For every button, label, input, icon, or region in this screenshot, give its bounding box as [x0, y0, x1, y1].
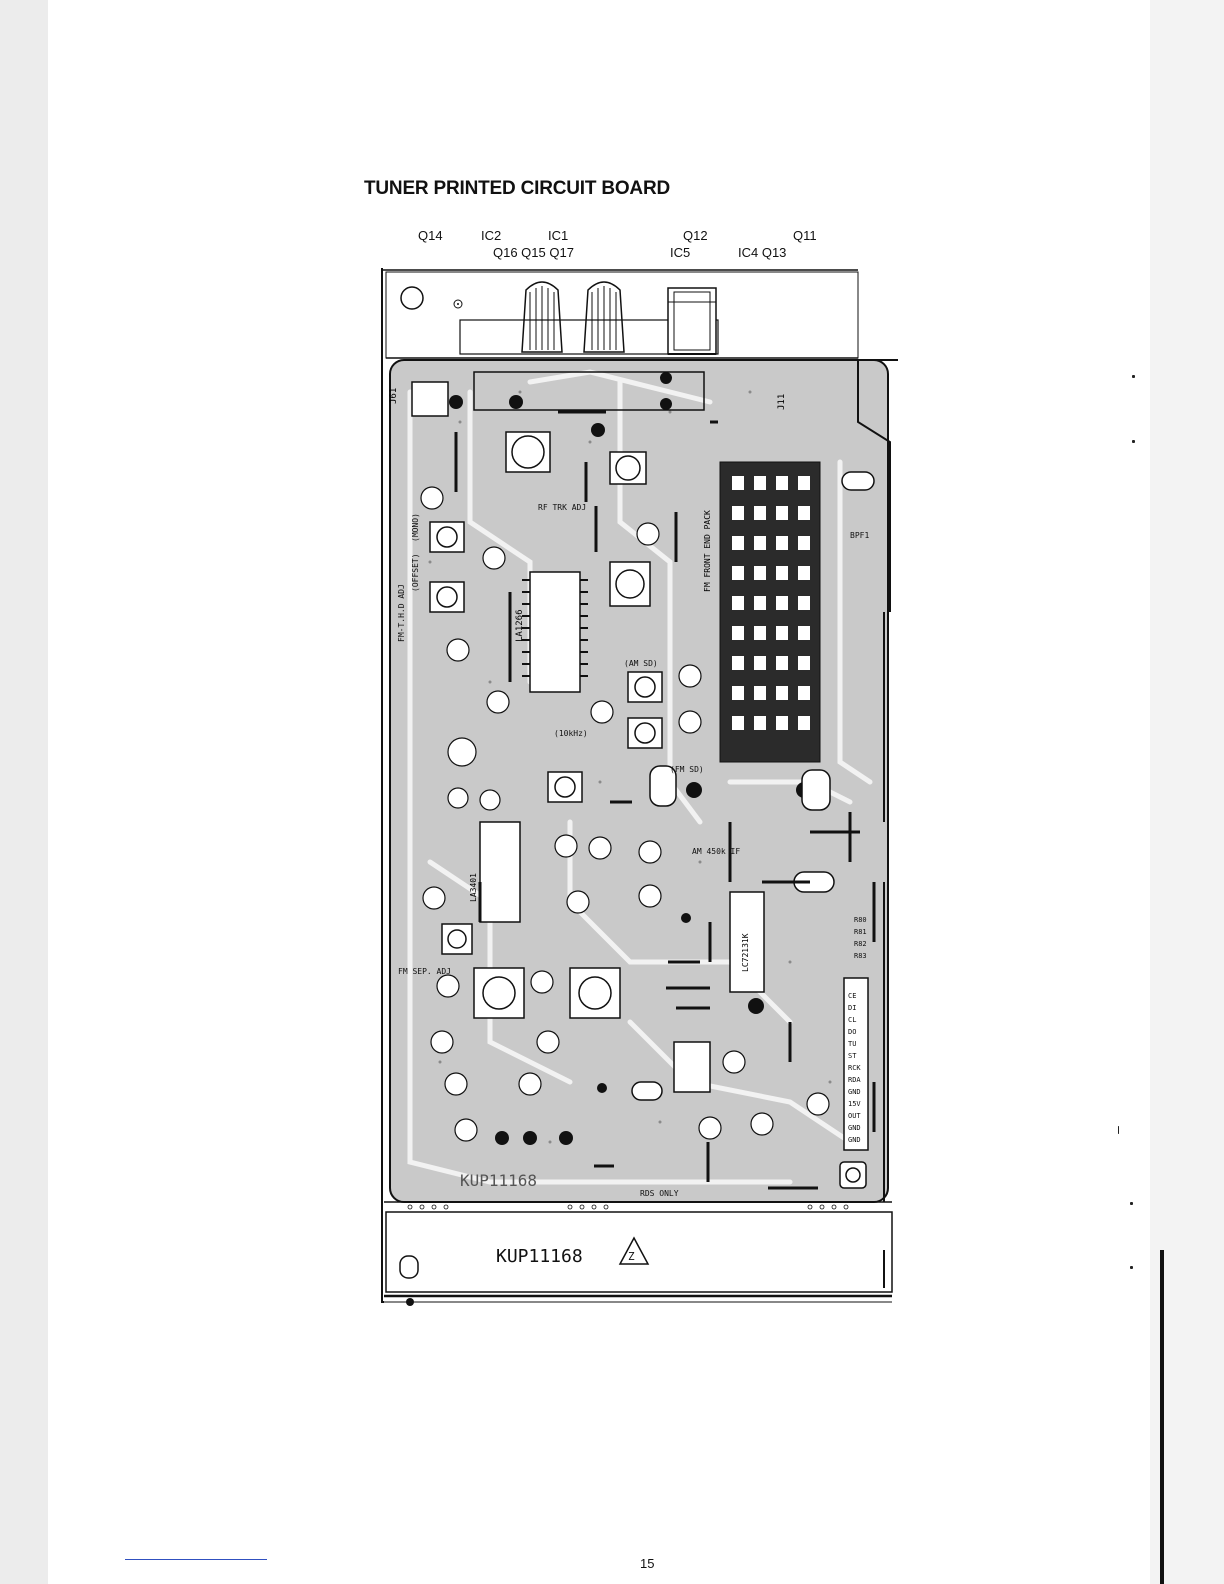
svg-text:AM 450k IF: AM 450k IF — [692, 847, 740, 856]
svg-text:(MONO): (MONO) — [411, 513, 420, 542]
page-title: TUNER PRINTED CIRCUIT BOARD — [364, 178, 670, 199]
svg-text:RDA: RDA — [848, 1076, 861, 1084]
svg-text:CL: CL — [848, 1016, 856, 1024]
ic4-chip: LC72131K — [729, 891, 765, 993]
svg-text:(AM SD): (AM SD) — [624, 659, 658, 668]
scan-edge-line — [1160, 1250, 1164, 1584]
ref-ic1: IC1 — [548, 228, 569, 243]
svg-text:R82: R82 — [854, 940, 867, 948]
knob-1 — [521, 281, 563, 353]
svg-text:FM-T.H.D ADJ: FM-T.H.D ADJ — [397, 584, 406, 642]
svg-text:LA3401: LA3401 — [469, 873, 478, 902]
svg-text:15V: 15V — [848, 1100, 861, 1108]
ic2-chip: LA3401 — [469, 821, 521, 923]
ref-q16-q15-q17: Q16 Q15 Q17 — [493, 245, 574, 260]
ref-ic4-q13: IC4 Q13 — [738, 245, 787, 260]
panel-part-number: KUP11168 — [496, 1246, 583, 1267]
scan-margin-left — [0, 0, 48, 1584]
svg-text:OUT: OUT — [848, 1112, 861, 1120]
ref-ic5: IC5 — [670, 245, 691, 260]
svg-text:LC72131K: LC72131K — [741, 933, 750, 972]
fm-front-end-pack: FM FRONT END PACK — [703, 461, 821, 763]
svg-text:RDS ONLY: RDS ONLY — [640, 1189, 679, 1198]
svg-text:R81: R81 — [854, 928, 867, 936]
svg-text:(10kHz): (10kHz) — [554, 729, 588, 738]
svg-text:CE: CE — [848, 992, 856, 1000]
silkscreen-part-number: KUP11168 — [460, 1171, 537, 1190]
svg-text:RCK: RCK — [848, 1064, 861, 1072]
knob-2 — [583, 281, 625, 353]
page-number: 15 — [640, 1556, 655, 1571]
svg-text:FM SEP. ADJ: FM SEP. ADJ — [398, 967, 451, 976]
mount-hole — [399, 1255, 419, 1279]
svg-text:ST: ST — [848, 1052, 857, 1060]
ref-ic2: IC2 — [481, 228, 502, 243]
svg-text:BPF1: BPF1 — [850, 531, 869, 540]
svg-text:R80: R80 — [854, 916, 867, 924]
svg-text:J61: J61 — [389, 388, 399, 404]
svg-text:(OFFSET): (OFFSET) — [411, 553, 420, 592]
ref-q12: Q12 — [683, 228, 708, 243]
revision-triangle-icon: Z — [618, 1236, 650, 1265]
svg-text:DO: DO — [848, 1028, 856, 1036]
ic1-chip: LA1266 — [515, 571, 588, 693]
svg-text:DI: DI — [848, 1004, 856, 1012]
ic5-chip — [673, 1041, 711, 1093]
svg-text:J11: J11 — [777, 394, 787, 410]
tuner-pcb-drawing: J61 J11 FM FRONT END PACK LA1266 — [370, 262, 900, 1321]
footnote-rule — [125, 1559, 267, 1560]
connector-strip: CE DI CL DO TU ST RCK RDA GND 15V OUT GN… — [843, 916, 869, 1151]
svg-text:R83: R83 — [854, 952, 867, 960]
svg-text:FM FRONT END PACK: FM FRONT END PACK — [703, 510, 712, 592]
svg-text:(FM SD): (FM SD) — [670, 765, 704, 774]
svg-text:GND: GND — [848, 1088, 861, 1096]
ref-q14: Q14 — [418, 228, 443, 243]
svg-text:GND: GND — [848, 1136, 861, 1144]
svg-text:RF TRK ADJ: RF TRK ADJ — [538, 503, 586, 512]
svg-text:GND: GND — [848, 1124, 861, 1132]
svg-text:TU: TU — [848, 1040, 856, 1048]
svg-text:Z: Z — [628, 1250, 635, 1263]
ref-q11: Q11 — [793, 228, 817, 243]
svg-text:LA1266: LA1266 — [515, 609, 525, 642]
